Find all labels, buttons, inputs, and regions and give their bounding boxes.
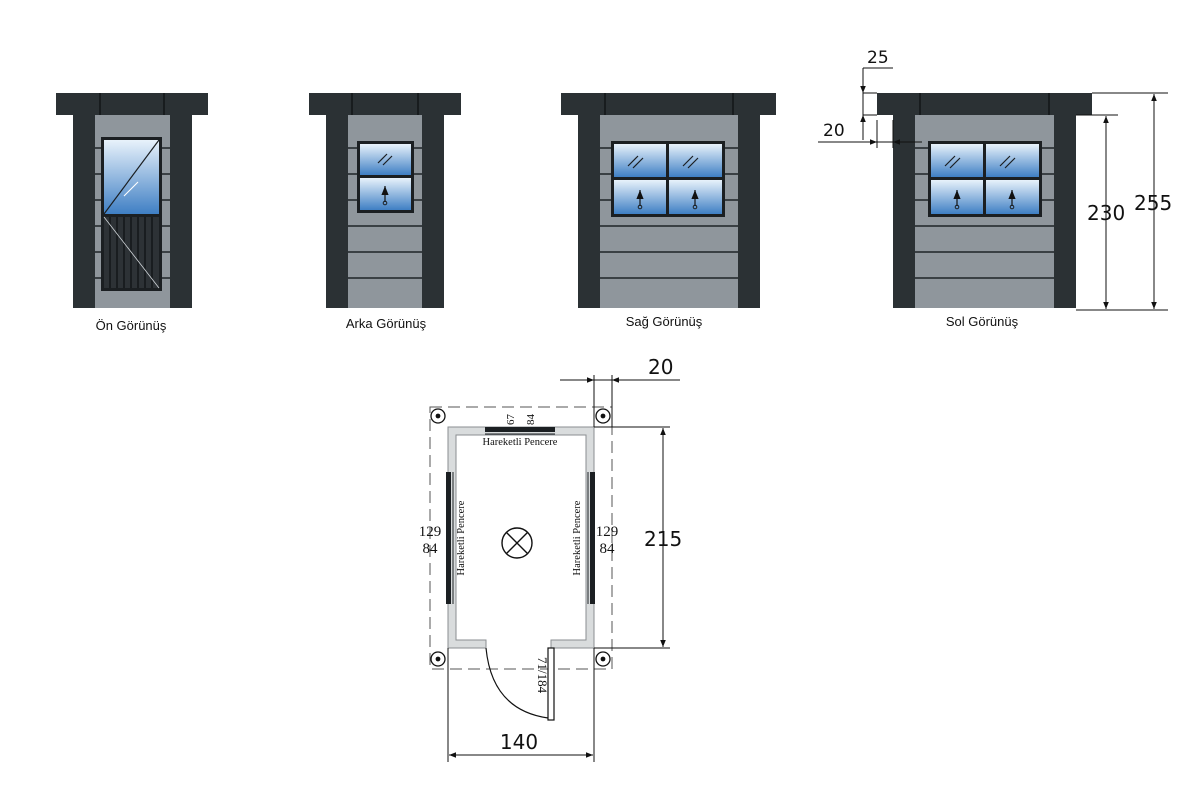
right-window-size-b: 84 xyxy=(600,541,616,557)
left-caption: Sol Görünüş xyxy=(946,314,1019,329)
dim-total-height-label: 255 xyxy=(1134,191,1172,215)
plan-door xyxy=(485,647,555,721)
front-right-post xyxy=(170,115,192,308)
dim-width xyxy=(447,648,595,762)
right-caption: Sağ Görünüş xyxy=(626,314,703,329)
back-caption: Arka Görünüş xyxy=(346,316,427,331)
plan-left-window xyxy=(446,472,454,604)
left-right-post xyxy=(1054,115,1076,308)
left-roof xyxy=(877,93,1092,115)
back-window xyxy=(357,141,414,213)
left-left-post xyxy=(893,115,915,308)
left-window-size-b: 84 xyxy=(423,541,439,557)
dim-depth xyxy=(594,426,670,649)
right-roof xyxy=(561,93,776,115)
front-caption: Ön Görünüş xyxy=(96,318,167,333)
right-left-post xyxy=(578,115,600,308)
top-window-size-a: 67 xyxy=(505,414,517,426)
dim-roof-thickness xyxy=(860,67,893,140)
left-window-label: Hareketli Pencere xyxy=(456,500,467,575)
dim-overhang xyxy=(818,120,922,148)
floor-plan: Hareketli Pencere 67 84 Hareketli Pencer… xyxy=(419,355,682,762)
back-roof xyxy=(309,93,461,115)
dim-overhang-label: 20 xyxy=(823,121,845,141)
left-elevation: 25 20 230 255 Sol Görünüş xyxy=(818,48,1172,329)
dim-wall-height-label: 230 xyxy=(1087,201,1125,225)
right-window xyxy=(611,141,725,217)
dim-roof-thickness-label: 25 xyxy=(867,48,889,68)
plan-right-window xyxy=(587,472,595,604)
dim-depth-label: 215 xyxy=(644,527,682,551)
left-window xyxy=(928,141,1042,217)
top-window-label: Hareketli Pencere xyxy=(483,437,558,448)
dim-wall-height xyxy=(1076,114,1168,311)
back-right-post xyxy=(422,115,444,308)
plan-roof-outline xyxy=(429,406,613,670)
right-window-label: Hareketli Pencere xyxy=(572,500,583,575)
top-window-size-b: 84 xyxy=(525,414,537,426)
left-window-size-a: 129 xyxy=(419,524,442,540)
right-elevation: Sağ Görünüş xyxy=(561,93,776,329)
door-size-label: 71/184 xyxy=(535,657,550,694)
right-right-post xyxy=(738,115,760,308)
ceiling-light-icon xyxy=(501,527,533,559)
front-roof xyxy=(56,93,208,115)
dim-post-offset-label: 20 xyxy=(648,355,673,379)
back-left-post xyxy=(326,115,348,308)
right-window-size-a: 129 xyxy=(596,524,619,540)
dim-total-height xyxy=(1092,92,1168,309)
plan-top-window xyxy=(485,427,555,435)
dim-width-label: 140 xyxy=(500,730,538,754)
front-left-post xyxy=(73,115,95,308)
dim-post-offset xyxy=(560,375,680,427)
back-elevation: Arka Görünüş xyxy=(309,93,461,331)
front-door xyxy=(101,137,162,291)
front-elevation: Ön Görünüş xyxy=(56,93,208,333)
